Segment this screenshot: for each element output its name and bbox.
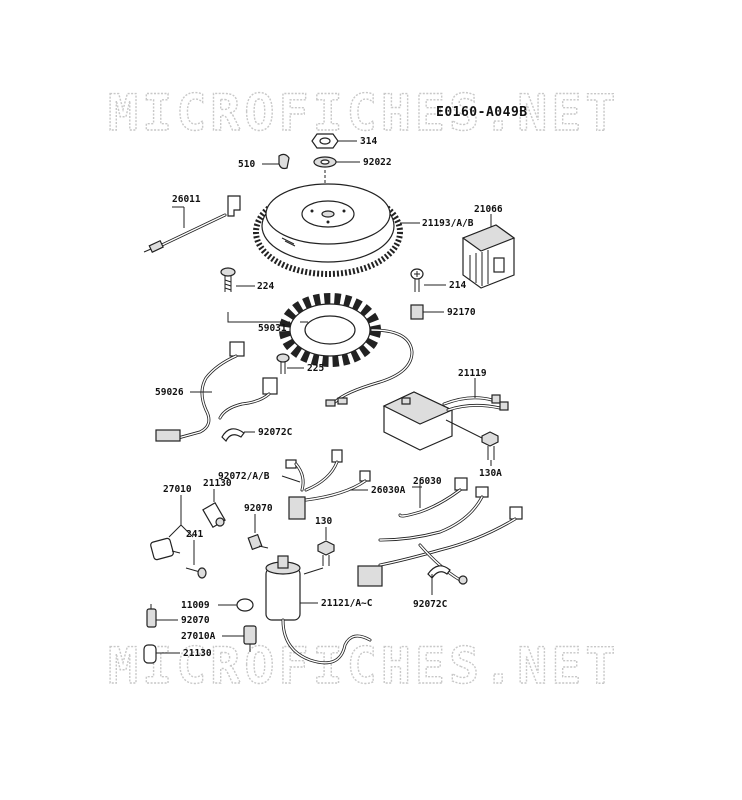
harness-59026-part xyxy=(155,341,278,442)
bolt-130-part xyxy=(317,540,335,566)
label-214: 214 xyxy=(449,280,466,291)
oring-11009-part xyxy=(236,598,254,612)
label-510: 510 xyxy=(238,159,255,170)
label-241: 241 xyxy=(186,529,203,540)
label-224: 224 xyxy=(257,281,274,292)
label-130: 130 xyxy=(315,516,332,527)
label-11009: 11009 xyxy=(181,600,210,611)
label-27010: 27010 xyxy=(163,484,192,495)
sensor-27010-part xyxy=(150,495,194,561)
watermark-bottom: MICROFICHES.NET xyxy=(108,637,620,695)
ignition-coil-part xyxy=(265,555,372,665)
label-26030a: 26030A xyxy=(371,485,406,496)
key-part xyxy=(278,153,290,170)
stator-part xyxy=(279,293,381,367)
label-225: 225 xyxy=(307,363,324,374)
harness-26030a-part xyxy=(285,449,371,520)
diagram-code: E0160-A049B xyxy=(436,105,528,120)
screw-225-part xyxy=(276,353,290,374)
label-130a: 130A xyxy=(479,468,502,479)
label-26030: 26030 xyxy=(413,476,442,487)
label-21066: 21066 xyxy=(474,204,503,215)
regulator-part xyxy=(461,214,516,289)
label-26011: 26011 xyxy=(172,194,201,205)
washer-part xyxy=(313,156,337,168)
screw-241-part xyxy=(185,567,207,579)
bolt-130a-part xyxy=(481,431,499,460)
watermark-top: MICROFICHES.NET xyxy=(108,84,620,142)
label-92170: 92170 xyxy=(447,307,476,318)
label-21130-bottom: 21130 xyxy=(183,648,212,659)
label-92022: 92022 xyxy=(363,157,392,168)
nut-part xyxy=(311,133,339,149)
label-92072c-top: 92072C xyxy=(258,427,293,438)
clamp-part xyxy=(221,428,245,443)
sensor-27010a-part xyxy=(243,625,257,652)
label-92070-bottom: 92070 xyxy=(181,615,210,626)
fitting-21130-part xyxy=(202,502,226,528)
clamp-bottom-part xyxy=(427,565,451,579)
screw-part xyxy=(220,267,236,292)
fitting-92070-part xyxy=(247,533,269,551)
clip-part xyxy=(410,304,424,320)
fitting-92070-b-part xyxy=(146,604,157,628)
flywheel-part xyxy=(253,183,403,277)
label-59026: 59026 xyxy=(155,387,184,398)
harness-26030-part xyxy=(357,477,523,587)
cdi-unit-part xyxy=(382,391,509,451)
label-27010a: 27010A xyxy=(181,631,216,642)
label-314: 314 xyxy=(360,136,377,147)
label-21121: 21121/A~C xyxy=(321,598,373,609)
label-21130-top: 21130 xyxy=(203,478,232,489)
label-92072ab: 92072/A/B xyxy=(218,471,270,482)
label-21193: 21193/A/B xyxy=(422,218,474,229)
label-92070-top: 92070 xyxy=(244,503,273,514)
cable-part xyxy=(143,195,241,253)
label-92072c-bottom: 92072C xyxy=(413,599,448,610)
fitting-21130-b-part xyxy=(143,644,157,664)
screw-214-part xyxy=(410,268,424,292)
label-59031: 59031 xyxy=(258,323,287,334)
label-21119: 21119 xyxy=(458,368,487,379)
